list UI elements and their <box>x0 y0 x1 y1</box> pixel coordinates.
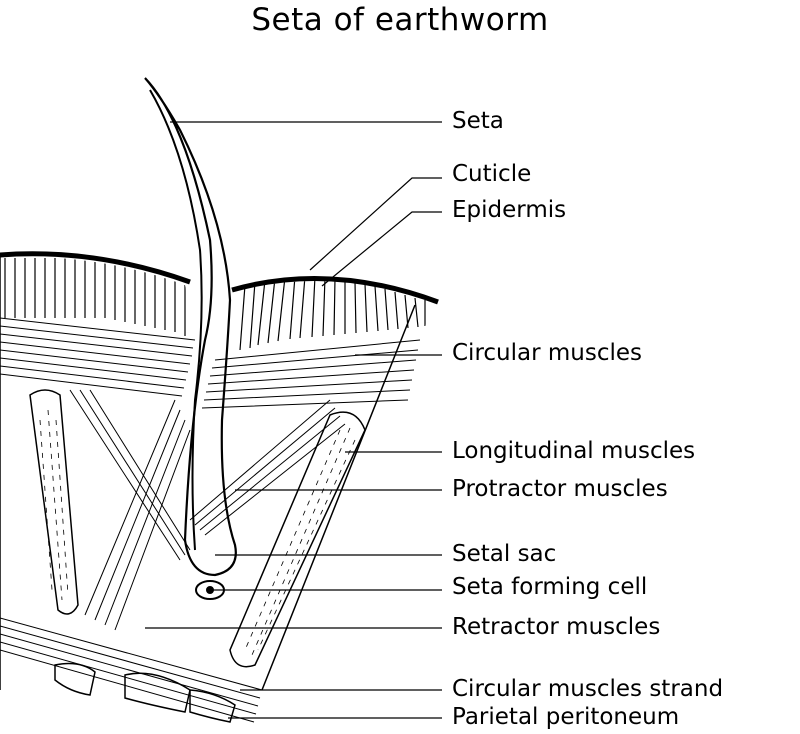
label-cuticle: Cuticle <box>452 161 532 187</box>
label-seta-forming-cell: Seta forming cell <box>452 574 648 600</box>
longitudinal-muscle-left <box>29 389 79 615</box>
label-longitudinal-muscles: Longitudinal muscles <box>452 438 696 464</box>
bottom-layers <box>0 617 263 723</box>
retractor-muscles <box>84 399 191 631</box>
label-circular-muscles: Circular muscles <box>452 340 643 366</box>
leader-lines <box>145 121 442 719</box>
longitudinal-muscle-right <box>229 411 366 668</box>
epidermis-right <box>239 281 426 351</box>
circular-muscle-layer <box>0 317 421 409</box>
label-protractor-muscles: Protractor muscles <box>452 476 668 502</box>
label-retractor-muscles: Retractor muscles <box>452 614 661 640</box>
label-epidermis: Epidermis <box>452 197 567 223</box>
label-circular-muscles-strand: Circular muscles strand <box>452 676 724 702</box>
label-seta: Seta <box>452 108 504 134</box>
diagram-title: Seta of earthworm <box>251 2 549 38</box>
label-setal-sac: Setal sac <box>452 541 557 567</box>
epidermis-left <box>4 258 186 336</box>
label-parietal-peritoneum: Parietal peritoneum <box>452 704 680 730</box>
body-wall-section <box>0 255 416 691</box>
cuticle-layer <box>0 251 439 305</box>
protractor-muscles <box>69 389 346 561</box>
